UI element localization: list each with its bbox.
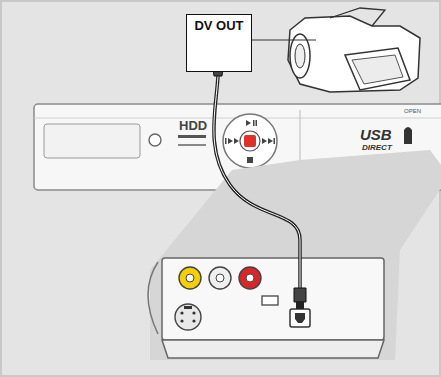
usb-logo-subtitle: DIRECT (362, 143, 392, 152)
dv-cable (212, 60, 306, 309)
port-label: DV OUT (187, 15, 251, 33)
usb-logo: USB (360, 126, 392, 143)
front-panel-detail (148, 258, 384, 358)
zoom-wedge (150, 150, 441, 360)
open-label: OPEN (404, 108, 421, 114)
hdd-logo: HDD (179, 118, 207, 133)
port-callout-box: DV OUT (186, 14, 252, 72)
camcorder (250, 8, 420, 92)
